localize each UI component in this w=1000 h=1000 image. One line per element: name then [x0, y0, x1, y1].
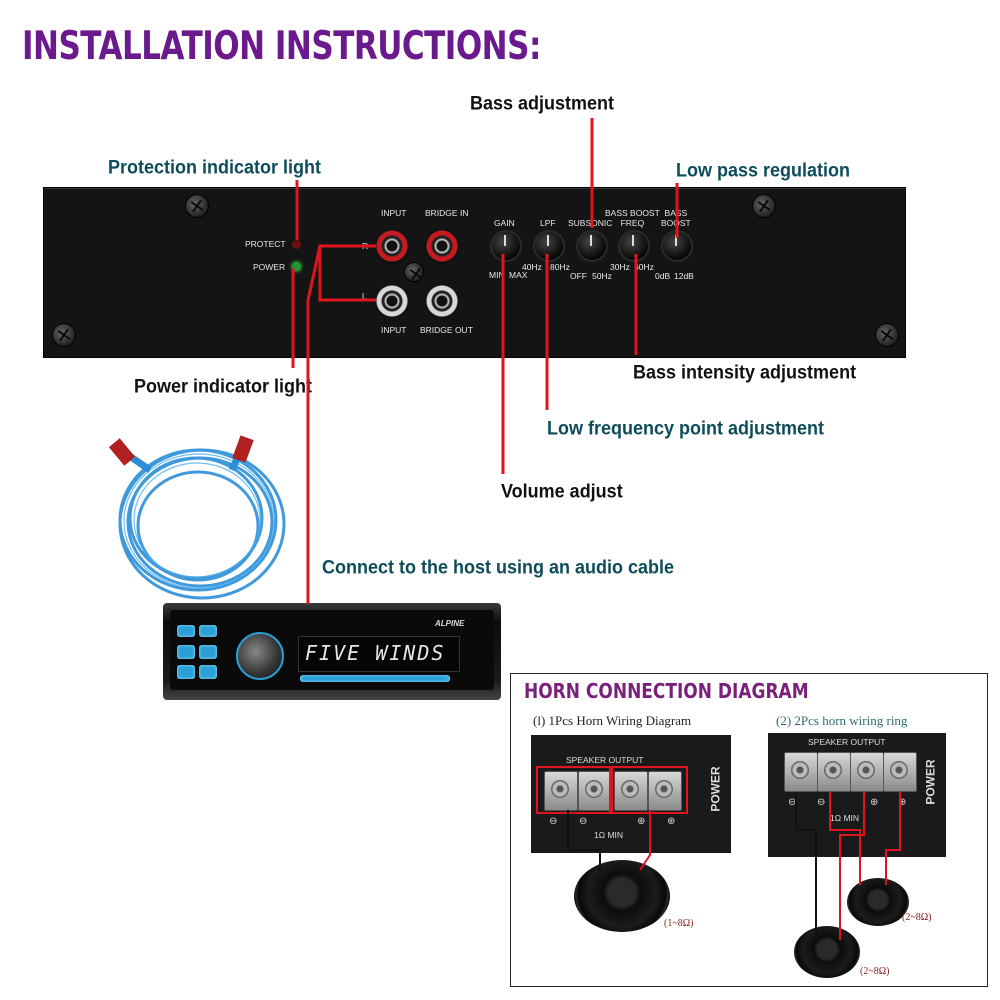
callout-protection-light: Protection indicator light: [108, 156, 322, 178]
lpf-label: LPF: [540, 218, 556, 228]
stereo-preset-bar: [300, 675, 450, 682]
plus-icon: ⊕: [667, 816, 676, 827]
max-label: MAX: [509, 270, 528, 280]
bass-boost-freq-label: BASS BOOST FREQ: [605, 208, 660, 228]
minus-icon: ⊖: [549, 816, 558, 827]
hz80-label: 80Hz: [550, 262, 570, 272]
min-ohm-label: 1Ω MIN: [830, 813, 860, 823]
volume-dial-icon: [236, 632, 284, 680]
hz40-label: 40Hz: [522, 262, 542, 272]
input-bottom-label: INPUT: [381, 325, 407, 335]
stereo-button: [177, 665, 195, 679]
terminal-icon: [883, 752, 917, 792]
hz30-label: 30Hz: [610, 262, 630, 272]
page-title: INSTALLATION INSTRUCTIONS:: [22, 24, 541, 69]
screw-icon: [752, 194, 776, 218]
gain-knob: [490, 230, 522, 262]
rca-bridge-in-icon: [424, 228, 460, 264]
min-ohm-label: 1Ω MIN: [594, 830, 624, 840]
terminal-icon: [817, 752, 851, 792]
terminal-icon: [578, 771, 612, 811]
speaker-icon: [574, 860, 670, 932]
terminal-icon: [784, 752, 818, 792]
rca-input-l-icon: [374, 283, 410, 319]
stereo-display-text: FIVE WINDS: [305, 641, 446, 665]
stereo-button: [199, 625, 217, 637]
screw-icon: [404, 262, 424, 282]
min-label: MIN: [489, 270, 505, 280]
power-label: POWER: [708, 766, 723, 812]
input-top-label: INPUT: [381, 208, 407, 218]
hz50-label: 50Hz: [592, 271, 612, 281]
bass-boost-knob: [661, 230, 693, 262]
lpf-knob: [533, 230, 565, 262]
horn-subtitle-2: (2) 2Pcs horn wiring ring: [776, 713, 908, 728]
callout-connect-host: Connect to the host using an audio cable: [322, 556, 675, 578]
screw-icon: [185, 194, 209, 218]
callout-low-pass: Low pass regulation: [676, 159, 851, 181]
minus-icon: ⊖: [579, 816, 588, 827]
protect-label: PROTECT: [245, 239, 286, 249]
horn-title: HORN CONNECTION DIAGRAM: [524, 680, 809, 704]
stereo-display: [298, 636, 460, 672]
power-led-icon: [292, 262, 301, 271]
gain-label: GAIN: [494, 218, 515, 228]
speaker-icon: [847, 878, 909, 926]
db0-label: 0dB: [655, 271, 671, 281]
callout-low-freq-point: Low frequency point adjustment: [547, 417, 825, 439]
callout-bass-intensity: Bass intensity adjustment: [633, 361, 857, 383]
stereo-button: [177, 645, 195, 659]
screw-icon: [52, 323, 76, 347]
ohm-label-2b: (2~8Ω): [860, 966, 890, 977]
speaker-output-label: SPEAKER OUTPUT: [808, 737, 886, 747]
subsonic-label: SUBSONIC: [568, 218, 613, 228]
r-label: R: [362, 241, 369, 251]
power-label: POWER: [253, 262, 286, 272]
terminal-icon: [648, 771, 682, 811]
callout-volume-adjust: Volume adjust: [501, 480, 623, 502]
callout-bass-adjustment: Bass adjustment: [470, 92, 615, 114]
subsonic-knob: [576, 230, 608, 262]
hz60-label: 60Hz: [634, 262, 654, 272]
plus-icon: ⊕: [898, 797, 907, 808]
minus-icon: ⊖: [788, 797, 797, 808]
db12-label: 12dB: [674, 271, 694, 281]
callout-power-light: Power indicator light: [134, 375, 313, 397]
terminal-icon: [614, 771, 648, 811]
off-label: OFF: [570, 271, 587, 281]
bass-boost-freq-knob: [618, 230, 650, 262]
minus-icon: ⊖: [817, 797, 826, 808]
rca-bridge-out-icon: [424, 283, 460, 319]
plus-icon: ⊕: [637, 816, 646, 827]
horn-subtitle-1: (l) 1Pcs Horn Wiring Diagram: [533, 713, 692, 728]
stereo-button: [199, 645, 217, 659]
bridge-in-label: BRIDGE IN: [425, 208, 469, 218]
stereo-brand: ALPINE: [435, 619, 465, 628]
rca-input-r-icon: [374, 228, 410, 264]
stereo-button: [199, 665, 217, 679]
terminal-icon: [544, 771, 578, 811]
terminal-icon: [850, 752, 884, 792]
speaker-output-label: SPEAKER OUTPUT: [566, 755, 644, 765]
bass-boost-label: BASS BOOST: [661, 208, 691, 228]
stereo-button: [177, 625, 195, 637]
screw-icon: [875, 323, 899, 347]
power-label: POWER: [923, 759, 938, 805]
ohm-label-1: (1~8Ω): [664, 918, 694, 929]
speaker-icon: [794, 926, 860, 978]
plus-icon: ⊕: [870, 797, 879, 808]
bridge-out-label: BRIDGE OUT: [420, 325, 473, 335]
ohm-label-2a: (2~8Ω): [902, 912, 932, 923]
amplifier-panel: [44, 188, 905, 357]
protect-led-icon: [292, 240, 301, 249]
l-label: L: [362, 291, 367, 301]
